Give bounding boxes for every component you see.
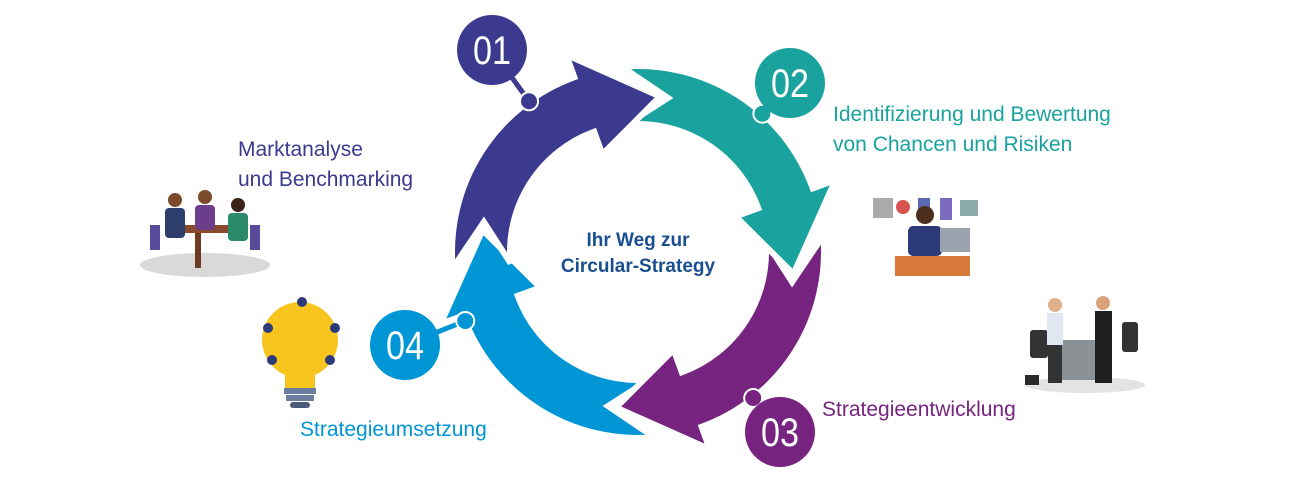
step-2-badge: 02 xyxy=(752,48,825,124)
step-4-arrow xyxy=(435,224,663,441)
step-4-number: 04 xyxy=(386,324,424,368)
step-2-label-line1: Identifizierung und Bewertung xyxy=(833,103,1111,126)
step-2-label-line2: von Chancen und Risiken xyxy=(833,133,1073,156)
center-title: Ihr Weg zur Circular-Strategy xyxy=(520,228,756,280)
center-title-line1: Ihr Weg zur xyxy=(586,230,690,251)
step-1-arrow xyxy=(449,49,666,277)
step-4-badge: 04 xyxy=(370,310,476,380)
step-3-arrow xyxy=(610,227,827,455)
analyst-illustration xyxy=(873,198,978,276)
step-1-number: 01 xyxy=(473,29,511,73)
step-1-badge: 01 xyxy=(457,15,540,112)
step-3-label-line1: Strategieentwicklung xyxy=(822,398,1016,421)
step-3-label: Strategieentwicklung xyxy=(822,395,1016,425)
step-1-label: Marktanalyse und Benchmarking xyxy=(238,135,413,195)
center-title-line2: Circular-Strategy xyxy=(560,256,716,277)
meeting-illustration xyxy=(140,190,270,277)
step-1-label-line2: und Benchmarking xyxy=(238,168,414,191)
step-4-label-line1: Strategieumsetzung xyxy=(300,418,487,441)
step-3-badge: 03 xyxy=(743,388,815,467)
handshake-illustration xyxy=(1025,296,1145,393)
step-2-label: Identifizierung und Bewertung von Chance… xyxy=(833,100,1111,160)
step-4-label: Strategieumsetzung xyxy=(300,415,487,445)
step-3-number: 03 xyxy=(761,411,799,455)
lightbulb-illustration xyxy=(262,297,340,408)
step-1-label-line1: Marktanalyse xyxy=(238,138,363,161)
step-2-arrow xyxy=(613,63,841,280)
step-2-number: 02 xyxy=(771,62,809,106)
